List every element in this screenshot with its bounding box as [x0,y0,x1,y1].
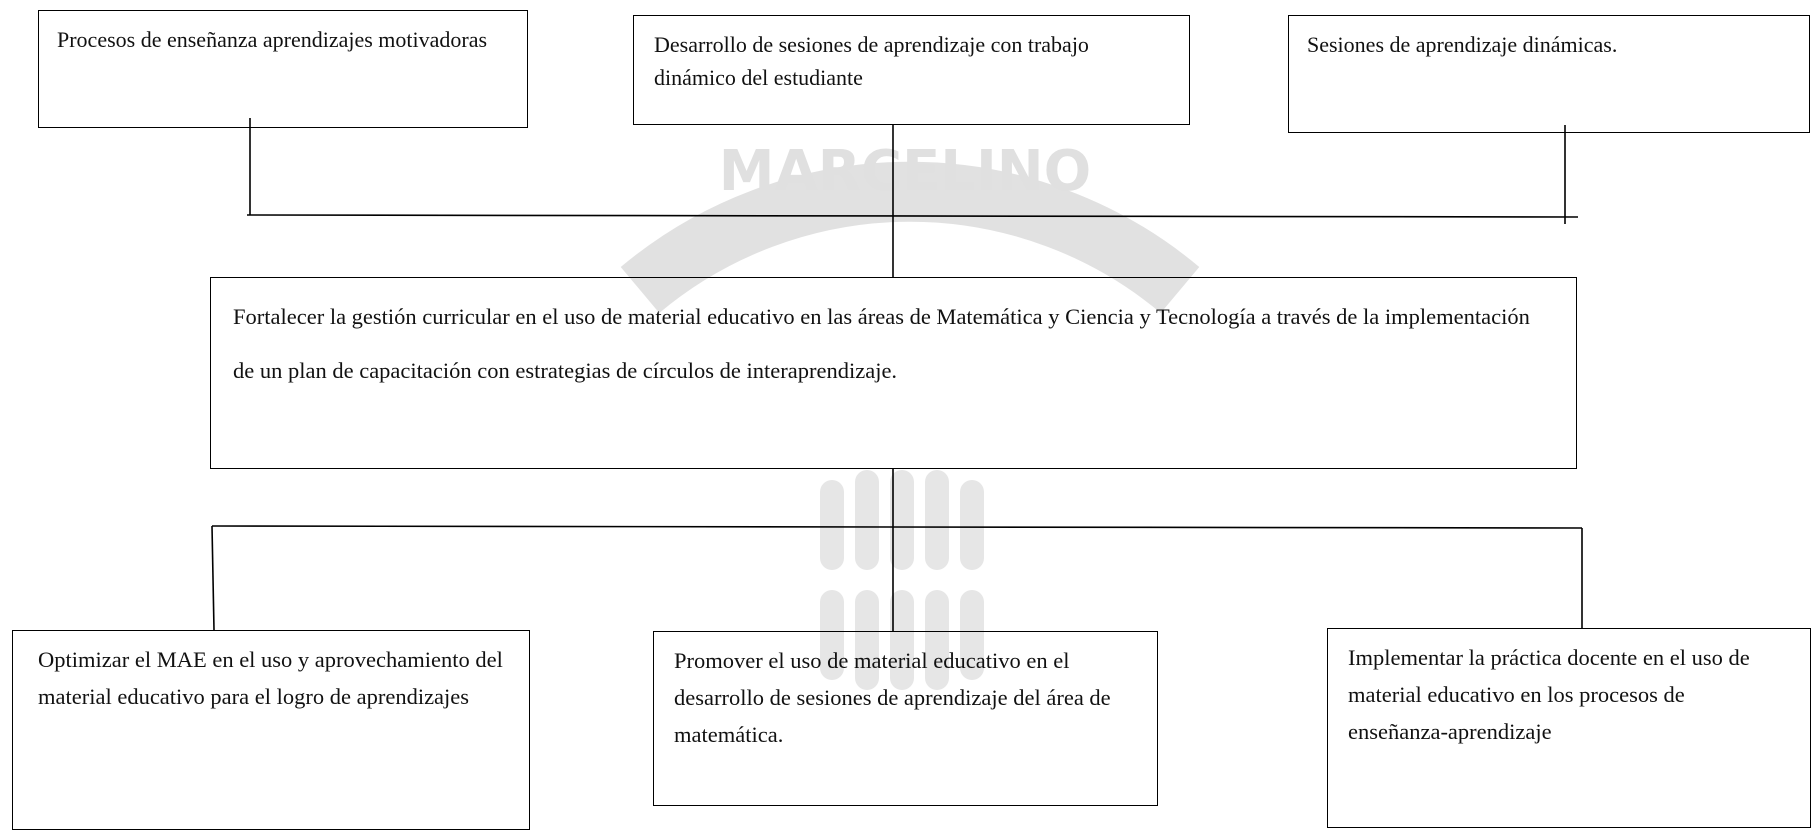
node-bottom-optimize-mae: Optimizar el MAE en el uso y aprovechami… [12,630,530,830]
node-top-motivating-processes: Procesos de enseñanza aprendizajes motiv… [38,10,528,128]
watermark-text: MARCELINO [719,139,1092,204]
node-top-dynamic-sessions: Sesiones de aprendizaje dinámicas. [1288,15,1810,133]
connector-bottom-left [211,525,215,631]
connector-bottom-horizontal [211,525,1583,529]
node-bottom-promote-material: Promover el uso de material educativo en… [653,631,1158,806]
node-central-objective: Fortalecer la gestión curricular en el u… [210,277,1577,469]
node-top-dynamic-student-work: Desarrollo de sesiones de aprendizaje co… [633,15,1190,125]
node-bottom-teaching-practice: Implementar la práctica docente en el us… [1327,628,1811,828]
connector-top-horizontal [246,214,1579,218]
